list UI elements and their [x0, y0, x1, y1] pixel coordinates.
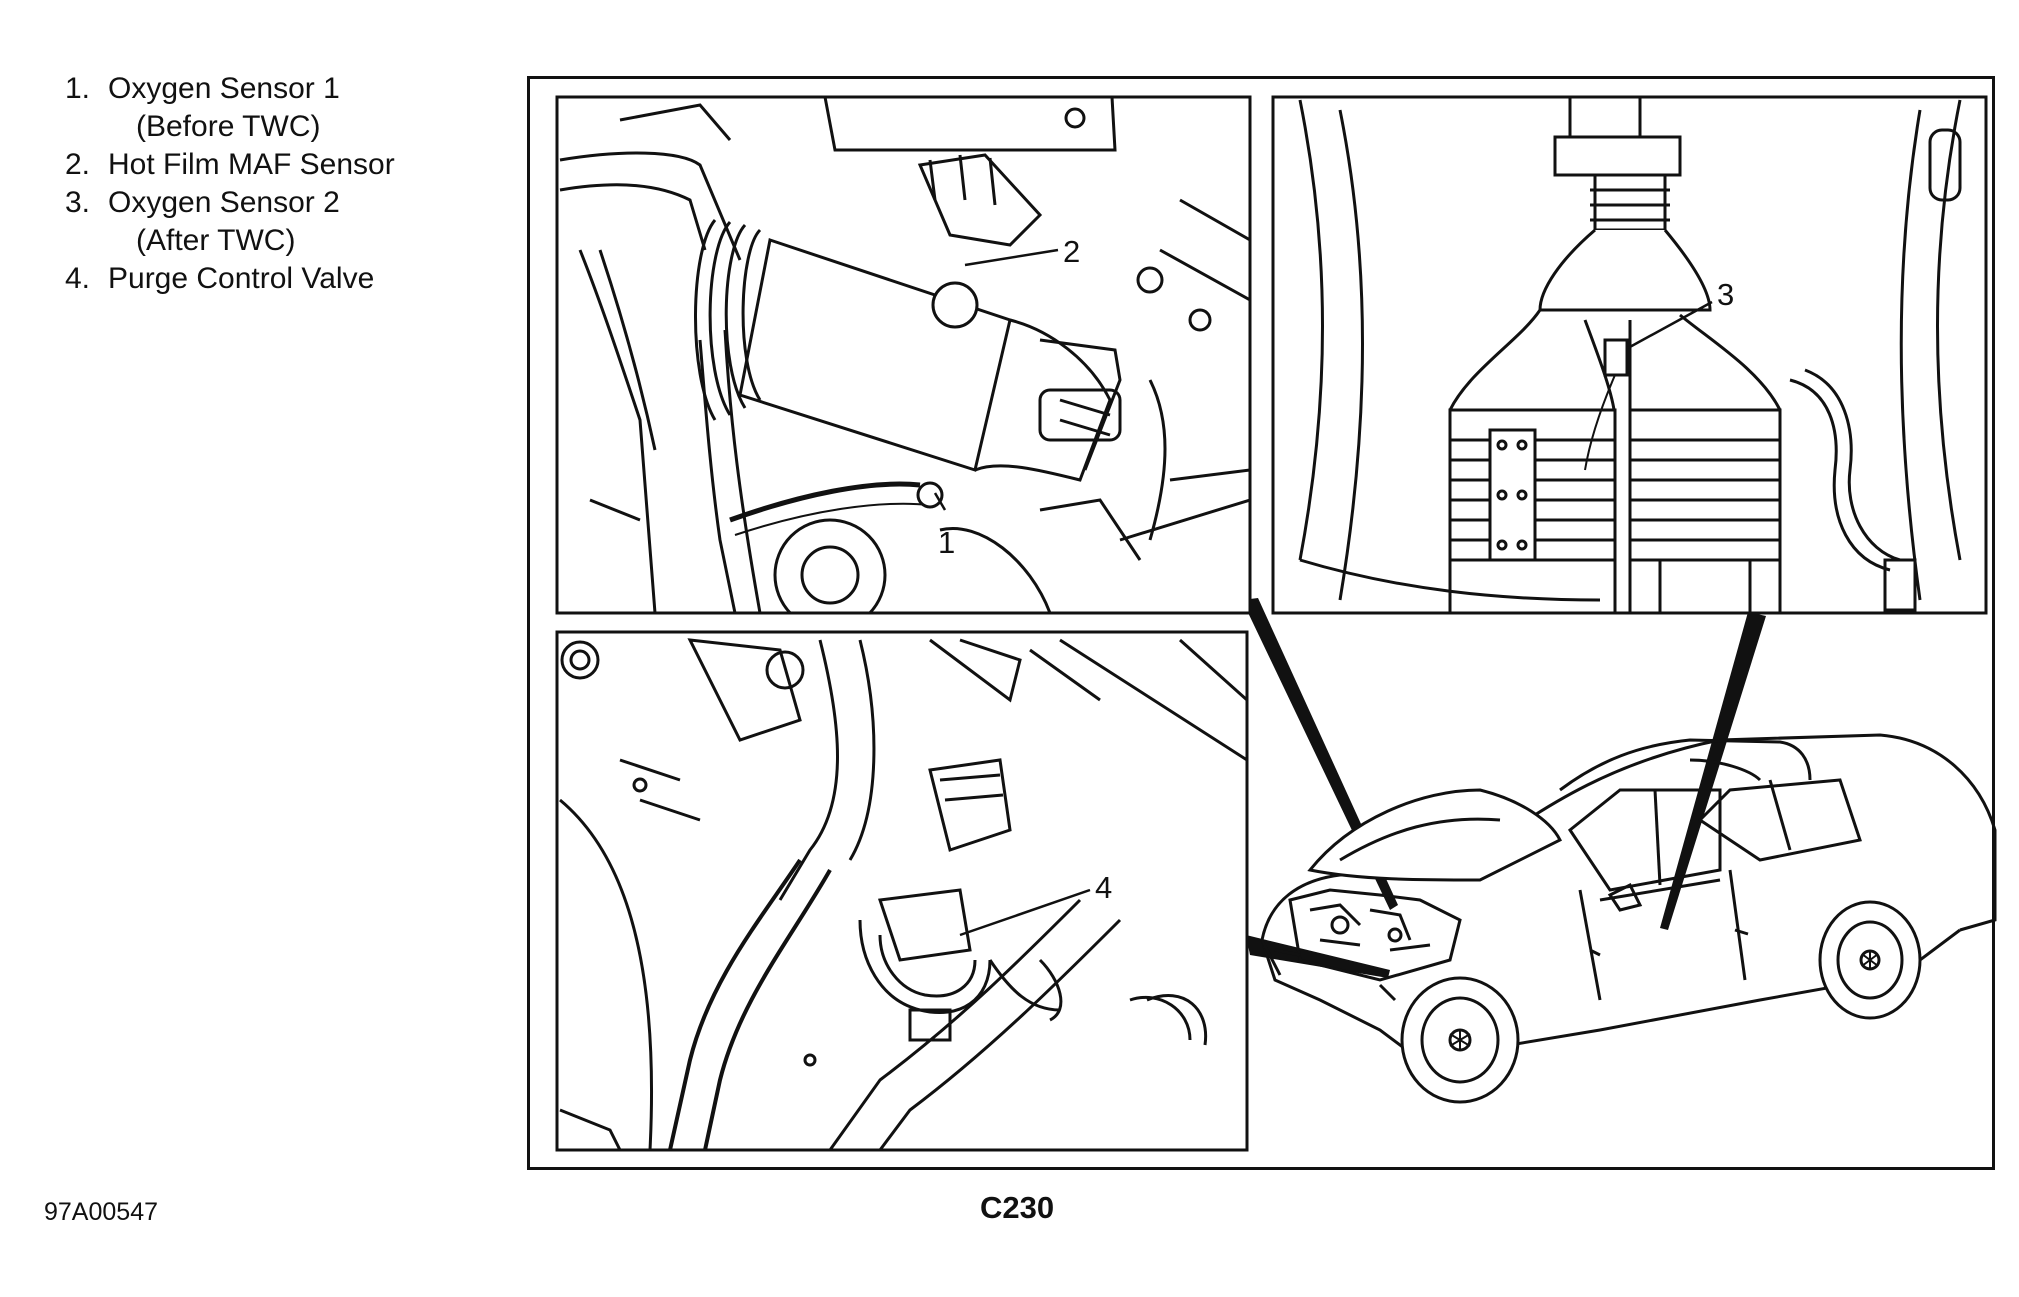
- legend-number: 4.: [64, 262, 90, 295]
- legend-item-3: 3. Oxygen Sensor 2: [52, 184, 395, 222]
- component-legend: 1. Oxygen Sensor 1 (Before TWC) 2. Hot F…: [52, 70, 395, 298]
- callout-1: 1: [938, 525, 955, 560]
- callout-2: 2: [1063, 234, 1080, 269]
- legend-number: 1.: [64, 72, 90, 105]
- panel-purge-border: [555, 630, 1249, 1152]
- callout-3: 3: [1717, 277, 1734, 312]
- panel-catalytic-converter: [1273, 97, 1986, 613]
- legend-item-2: 2. Hot Film MAF Sensor: [52, 146, 395, 184]
- legend-label: Oxygen Sensor 1: [108, 72, 340, 105]
- legend-continuation: (Before TWC): [136, 110, 321, 143]
- vehicle-overview: [1260, 733, 1997, 1104]
- legend-label: Hot Film MAF Sensor: [108, 148, 395, 181]
- legend-continuation: (After TWC): [136, 224, 296, 257]
- panel-catalytic-border: [1271, 95, 1988, 615]
- callout-4: 4: [1095, 870, 1112, 905]
- figure-code: 97A00547: [44, 1198, 159, 1226]
- panel-maf-sensor: [557, 97, 1250, 613]
- legend-label: Purge Control Valve: [108, 262, 375, 295]
- legend-label: Oxygen Sensor 2: [108, 186, 340, 219]
- callout-leaders: [933, 248, 1713, 937]
- legend-item-1: 1. Oxygen Sensor 1: [52, 70, 395, 108]
- vehicle-model-label: C230: [980, 1190, 1055, 1225]
- panel-purge-valve: [557, 632, 1247, 1150]
- legend-number: 3.: [64, 186, 90, 219]
- leader-wedges: [1242, 598, 1766, 978]
- diagram-frame: [527, 76, 1995, 1170]
- legend-number: 2.: [64, 148, 90, 181]
- legend-item-4: 4. Purge Control Valve: [52, 260, 395, 298]
- panel-maf-border: [555, 95, 1252, 615]
